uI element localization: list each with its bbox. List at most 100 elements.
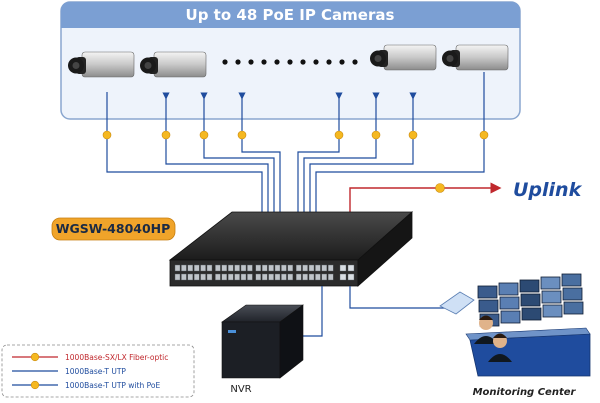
monitoring-center-label: Monitoring Center [473,387,577,398]
fiber-badge-icon [30,352,40,362]
switch-port [221,264,228,272]
switch-port [302,273,308,281]
utp-cable-nvr [302,286,323,337]
monitor-screen [541,290,562,304]
switch-port [302,264,308,272]
switch-port [206,273,213,281]
sfp-port [339,273,347,281]
ip-camera-48 [442,44,509,71]
poe-switch [168,211,414,287]
switch-port [174,273,181,281]
switch-port [215,264,221,272]
monitor-screen [478,299,499,313]
operator-1-icon [474,315,498,344]
switch-port [281,273,287,281]
legend-label: 1000Base-T UTP with PoE [65,381,160,390]
switch-port [200,264,206,272]
poe-badge-icon [161,130,171,140]
switch-port [296,273,302,281]
switch-port [274,264,281,272]
monitoring-keyboard-icon [439,291,475,315]
switch-port [274,273,281,281]
switch-port [221,273,228,281]
switch-front [169,259,359,287]
switch-model-badge: WGSW-48040HP [51,217,176,241]
monitor-screen [562,287,583,301]
switch-port [262,273,268,281]
camera-panel: Up to 48 PoE IP Cameras [60,1,521,120]
switch-port [174,264,181,272]
legend-frame [1,344,195,398]
switch-port [227,264,234,272]
monitor-screen [563,301,584,315]
utp-cable-monitoring [349,286,460,309]
switch-port [321,273,327,281]
monitor-screen [499,296,520,310]
switch-model-label: WGSW-48040HP [56,221,171,236]
monitor-screen [561,273,582,287]
switch-port [308,273,315,281]
switch-port [321,264,327,272]
switch-port [181,264,187,272]
switch-port [296,264,302,272]
switch-port [215,273,221,281]
operator-2-icon [488,333,512,362]
nvr-device: NVR [221,304,304,395]
ip-camera-47 [370,44,437,71]
legend-item-utp-poe: 1000Base-T UTP with PoE [12,380,160,390]
switch-port [328,273,334,281]
poe-badge-icon [102,130,112,140]
legend-item-utp: 1000Base-T UTP [12,367,126,376]
switch-port [281,264,287,272]
poe-badge-icon [479,130,489,140]
switch-side [357,211,413,287]
monitor-screen [540,276,561,290]
switch-port [255,273,262,281]
more-cameras-ellipsis [222,59,358,65]
legend-item-fiber: 1000Base-SX/LX Fiber-optic [12,352,168,362]
switch-port [187,273,194,281]
monitor-screen [520,293,541,307]
switch-port [247,273,253,281]
switch-port [315,264,321,272]
ip-camera-2 [140,51,207,78]
legend-label: 1000Base-SX/LX Fiber-optic [65,353,168,362]
poe-badges [102,130,489,140]
sfp-port [339,264,347,272]
switch-port [315,273,321,281]
poe-badge-icon [199,130,209,140]
switch-port [287,264,293,272]
switch-port [227,273,234,281]
monitor-screen [521,307,542,321]
switch-port [268,264,274,272]
legend-label: 1000Base-T UTP [65,367,126,376]
sfp-port [347,273,355,281]
switch-port [206,264,213,272]
switch-port [328,264,334,272]
switch-port [247,264,253,272]
switch-port [187,264,194,272]
monitoring-center: Monitoring Center [439,273,591,398]
monitor-screen [500,310,521,324]
poe-cables [106,72,485,216]
monitor-screen [519,279,540,293]
poe-badge-icon [371,130,381,140]
switch-port [193,264,200,272]
nvr-label: NVR [230,384,251,395]
poe-badge-icon [334,130,344,140]
switch-port [262,264,268,272]
uplink-label: Uplink [513,179,583,201]
switch-port [181,273,187,281]
ip-camera-1 [68,51,135,78]
sfp-port [347,264,355,272]
monitor-screen [477,285,498,299]
switch-port [234,273,240,281]
poe-badge-icon [30,380,40,390]
switch-port [287,273,293,281]
poe-badge-icon [408,130,418,140]
switch-port [240,264,247,272]
nvr-led-icon [228,330,236,333]
switch-port [308,264,315,272]
legend: 1000Base-SX/LX Fiber-optic 1000Base-T UT… [1,344,195,398]
